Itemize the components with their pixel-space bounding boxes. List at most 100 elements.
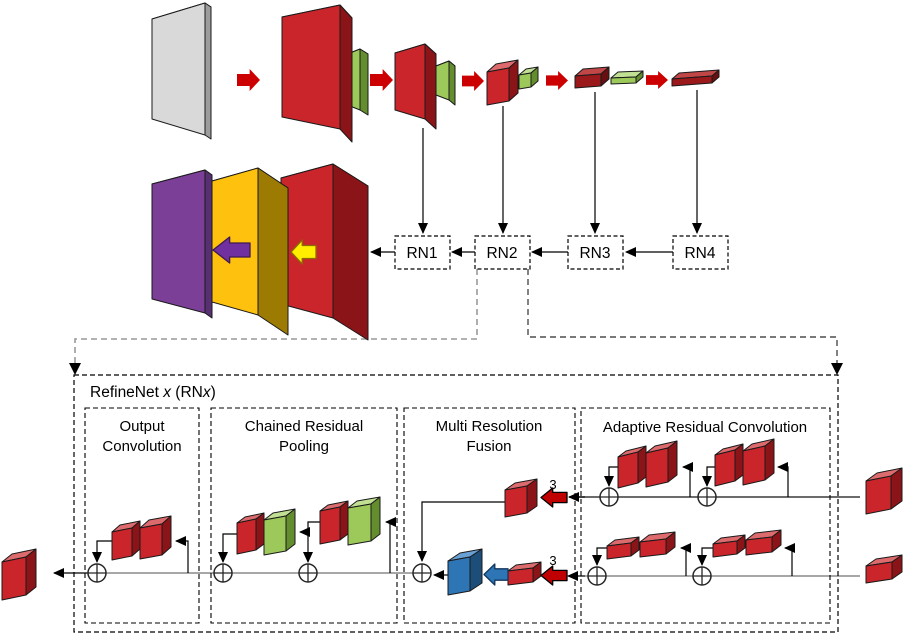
- arc-top-unit1-block1-side-face: [637, 445, 647, 484]
- arc-top1-out-wire: [604, 466, 618, 487]
- mrf-upsample-block-front-face: [447, 556, 471, 596]
- multi-resolution-fusion-title-line1: Multi Resolution: [436, 418, 543, 435]
- crp-pool1-conv-block-front-face: [236, 518, 257, 555]
- output-feature-block-front-face: [1, 556, 27, 601]
- decoder-score-block-front-face: [204, 167, 259, 316]
- enc1-feature-block: [281, 4, 353, 143]
- refinenet-outer-box: [73, 374, 839, 633]
- mrf-top-out-wire: [417, 501, 505, 562]
- flow-arrow-5: [646, 71, 668, 89]
- arc-top-unit1-block1: [617, 445, 647, 489]
- enc2-feature-block: [394, 43, 437, 130]
- rn2-expand-connector-left: [74, 269, 478, 371]
- arc-bot2-branch-wire: [784, 543, 795, 576]
- enc1-feature-block-front-face: [281, 4, 341, 130]
- arc-top2-out-wire: [702, 466, 715, 487]
- arc-top2-branch-wire: [777, 462, 789, 497]
- crp-pool2-pool-block: [347, 496, 381, 546]
- enc3-feature-block-front-face: [486, 67, 510, 106]
- decoder-feature-block-front-face: [280, 163, 334, 319]
- sum-junction-3: [298, 563, 318, 583]
- chained-residual-pooling-title-line2: Pooling: [279, 438, 329, 455]
- rn1-label: RN1: [406, 245, 437, 262]
- decoder-output-plane-front-face: [151, 169, 206, 314]
- mrf-top-conv-block: [504, 478, 538, 518]
- crp-pool2-pool-block-front-face: [347, 503, 372, 546]
- arc-top-unit1-block2: [645, 440, 678, 488]
- enc5-feature-block: [671, 69, 720, 87]
- arc-top-unit2-block2-side-face: [764, 438, 775, 481]
- multi-resolution-fusion-title-line2: Fusion: [466, 438, 511, 455]
- input-feature-top: [865, 467, 903, 515]
- arc-top-unit2-block1-side-face: [734, 443, 744, 482]
- enc2-pool-block-side-face: [448, 60, 456, 106]
- enc3-pool-block: [518, 66, 539, 90]
- arc-top-unit1-block2-front-face: [645, 447, 669, 488]
- arc-bot1-out-wire: [592, 547, 607, 566]
- crp-pool2-conv-block-front-face: [319, 506, 341, 545]
- crp-pool1-pool-block: [263, 508, 296, 556]
- arc-bottom-unit1-block1: [606, 536, 640, 560]
- rn-chain: RN1 RN2 RN3 RN4: [394, 235, 729, 270]
- rn2-box: [474, 235, 531, 270]
- chained-residual-pooling-title-line1: Chained Residual: [245, 418, 363, 435]
- input-feature-bottom: [865, 554, 903, 584]
- input-image-plane: [151, 2, 212, 140]
- mrf-bottom-conv-size-label: 3: [549, 553, 556, 568]
- multi-resolution-fusion-box: [403, 407, 576, 624]
- decoder-feature-block: [280, 163, 369, 341]
- enc4-pool-block-front-face: [610, 76, 637, 85]
- crp-pool2-out-wire: [303, 521, 320, 563]
- arc-top-unit2-block1-front-face: [714, 449, 736, 487]
- wires: [53, 90, 795, 581]
- enc2-feature-block-side-face: [424, 43, 437, 130]
- arc-bottom-unit2-block2: [745, 529, 782, 556]
- enc1-feature-block-side-face: [339, 4, 353, 143]
- refinenet-title: RefineNet x (RNx): [90, 384, 216, 401]
- sum-junctions: [87, 487, 717, 586]
- sum-junction-4: [412, 563, 432, 583]
- mrf-bottom-conv-block-front-face: [507, 567, 534, 586]
- decoder-output-plane-side-face: [204, 169, 213, 319]
- rn2-expansion-connectors: [69, 269, 843, 375]
- enc5-feature-block-front-face: [671, 75, 713, 87]
- oc-conv-block-2-front-face: [139, 523, 163, 560]
- sum-junction-6: [697, 487, 717, 507]
- decoder-score-block: [204, 167, 289, 336]
- enc4-feature-block: [574, 66, 610, 89]
- mrf-upsample-block: [447, 548, 483, 596]
- arc-bot1-branch-wire: [680, 543, 691, 576]
- arc-bot2-out-wire: [697, 547, 713, 566]
- arc-top-unit2-block2-front-face: [742, 445, 766, 486]
- rn2-label: RN2: [486, 245, 517, 262]
- rn1-box: [394, 235, 451, 270]
- mrf-upsample-arrow: [483, 563, 509, 586]
- crp-pool1-pool-block-side-face: [285, 508, 296, 552]
- sum-junction-1: [87, 563, 107, 583]
- arc-top1-branch-wire: [682, 462, 693, 497]
- arc-top-unit1-block1-front-face: [617, 451, 639, 489]
- adaptive-residual-convolution-box: [580, 407, 831, 624]
- crp-pool2-pool-block-side-face: [370, 496, 381, 542]
- flow-arrow-3: [462, 71, 484, 91]
- arc-top-unit2-block2: [742, 438, 775, 486]
- flow-arrow-4: [546, 71, 568, 90]
- rn4-label: RN4: [684, 245, 715, 262]
- oc-conv-out-wire: [92, 540, 112, 563]
- rn4-box: [672, 235, 729, 270]
- arc-bottom-unit1-block2: [639, 531, 676, 558]
- input-image-plane-side-face: [204, 2, 212, 140]
- input-image-plane-front-face: [151, 2, 206, 136]
- enc3-pool-block-front-face: [518, 72, 532, 90]
- decoder-upsample-arrow: [290, 239, 317, 265]
- enc4-pool-block: [610, 70, 644, 85]
- flow-arrow-2: [370, 69, 393, 91]
- feature-blocks: [1, 2, 903, 601]
- sum-junction-5: [599, 487, 619, 507]
- rn2-expand-connector-right: [527, 269, 838, 368]
- input-feature-bottom-front-face: [865, 561, 893, 584]
- sum-junction-8: [692, 566, 712, 586]
- mrf-bottom-conv-block: [507, 561, 542, 586]
